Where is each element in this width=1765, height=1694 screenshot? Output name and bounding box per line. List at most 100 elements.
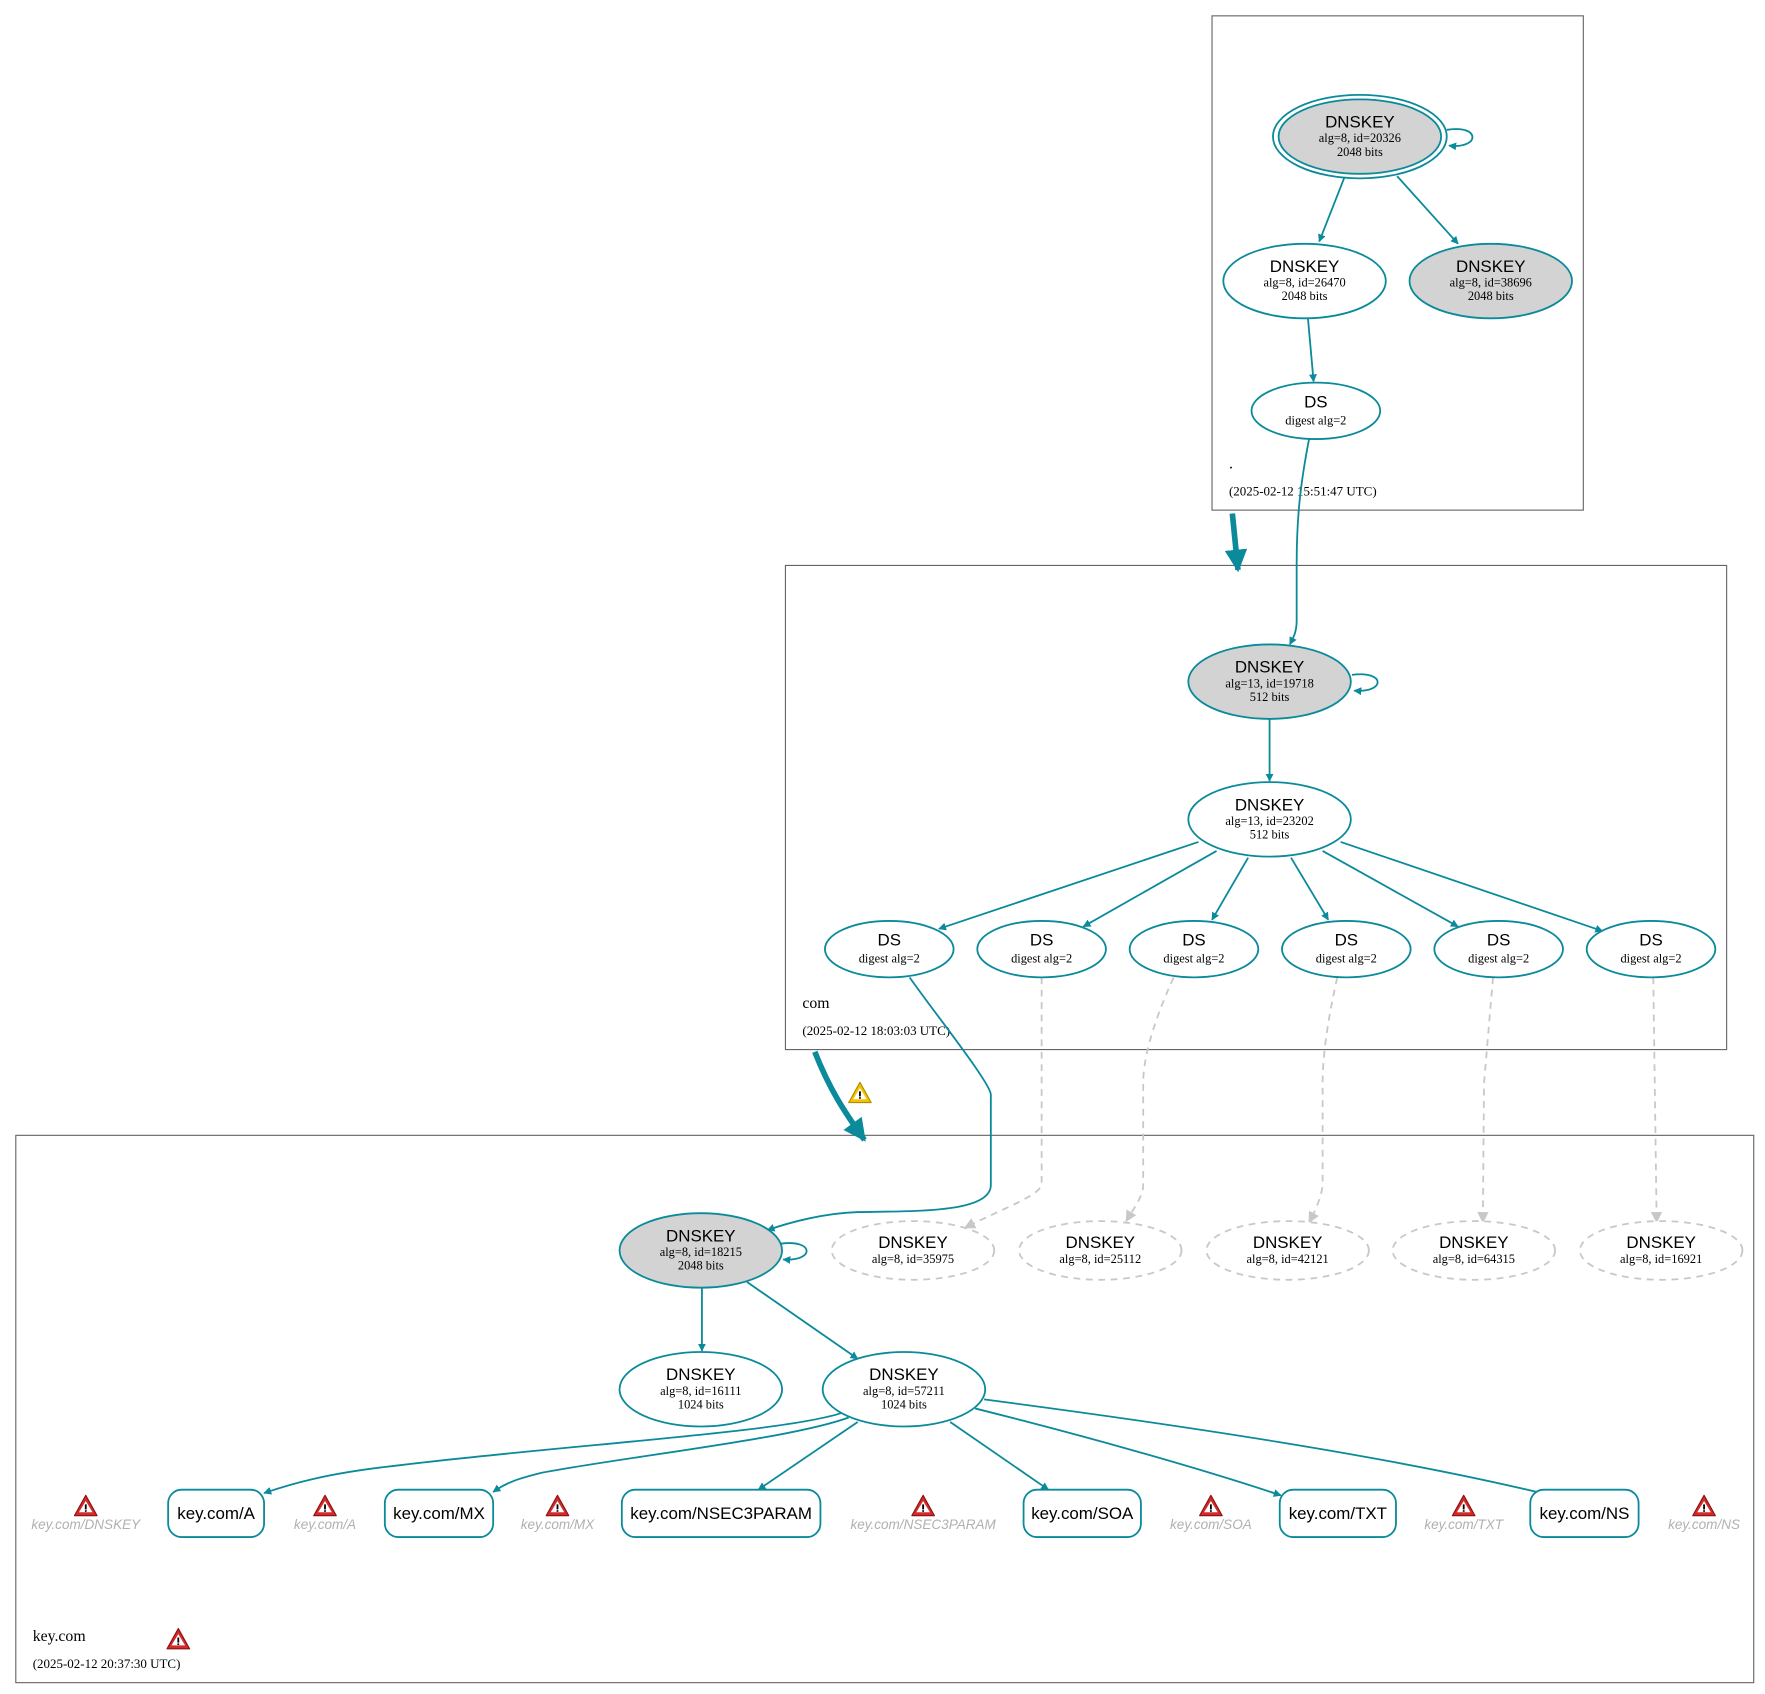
error-label: key.com/NSEC3PARAM <box>850 1517 996 1532</box>
node-title: DNSKEY <box>666 1226 736 1245</box>
node-detail: digest alg=2 <box>1011 952 1072 966</box>
node-detail: alg=8, id=16111 <box>660 1384 741 1398</box>
zone-error-icon <box>166 1627 191 1650</box>
node-size: 1024 bits <box>678 1397 724 1411</box>
zone-name: com <box>802 995 830 1012</box>
node-size: 2048 bits <box>1282 289 1328 303</box>
node-size: 1024 bits <box>881 1397 927 1411</box>
node-size: 2048 bits <box>1468 289 1514 303</box>
signature-edge <box>1351 673 1379 696</box>
node-title: DNSKEY <box>666 1365 736 1384</box>
node-title: DS <box>1487 931 1511 950</box>
node-detail: digest alg=2 <box>1620 952 1681 966</box>
node-title: DNSKEY <box>869 1365 939 1384</box>
error-rrset-soa[interactable]: key.com/SOA <box>1170 1494 1252 1532</box>
node-title: DS <box>1304 392 1328 411</box>
error-rrset-a[interactable]: key.com/A <box>294 1494 356 1532</box>
delegation-edge <box>812 1050 867 1142</box>
node-detail: alg=8, id=26470 <box>1263 276 1345 290</box>
node-title: DNSKEY <box>1270 257 1340 276</box>
signature-edge <box>1125 976 1175 1223</box>
error-icon <box>911 1494 935 1517</box>
node-detail: digest alg=2 <box>1316 952 1377 966</box>
error-label: key.com/DNSKEY <box>31 1517 141 1532</box>
signature-edge <box>757 1421 859 1491</box>
signature-edge <box>1082 850 1217 928</box>
error-label: key.com/SOA <box>1170 1517 1252 1532</box>
node-detail: alg=8, id=42121 <box>1247 1252 1329 1266</box>
node-title: DS <box>1182 931 1206 950</box>
node-detail: digest alg=2 <box>1285 413 1346 427</box>
node-detail: alg=8, id=35975 <box>872 1252 954 1266</box>
node-detail: alg=8, id=64315 <box>1433 1252 1515 1266</box>
node-detail: alg=8, id=20326 <box>1319 131 1401 145</box>
error-label: key.com/NS <box>1668 1517 1740 1532</box>
rrset-mx[interactable]: key.com/MX <box>383 1488 495 1538</box>
error-rrset-ns[interactable]: key.com/NS <box>1668 1494 1740 1532</box>
rrset-nsec3param[interactable]: key.com/NSEC3PARAM <box>620 1488 822 1538</box>
rrset-label: key.com/SOA <box>1031 1504 1134 1523</box>
error-label: key.com/A <box>294 1517 356 1532</box>
ds-node-ds5[interactable]: DS digest alg=2 <box>1433 920 1564 979</box>
node-title: DS <box>1030 931 1054 950</box>
rrset-a[interactable]: key.com/A <box>167 1488 265 1538</box>
ds-node-ds2[interactable]: DS digest alg=2 <box>976 920 1107 979</box>
signature-edge <box>1396 175 1459 245</box>
error-icon <box>1199 1494 1223 1517</box>
rrset-label: key.com/NS <box>1539 1504 1629 1523</box>
error-rrset-dnskey[interactable]: key.com/DNSKEY <box>31 1494 141 1532</box>
rrset-txt[interactable]: key.com/TXT <box>1278 1488 1397 1538</box>
node-title: DNSKEY <box>1066 1233 1136 1252</box>
node-size: 512 bits <box>1250 690 1290 704</box>
node-detail: digest alg=2 <box>1468 952 1529 966</box>
node-title: DNSKEY <box>1439 1233 1509 1252</box>
error-icon <box>1692 1494 1716 1517</box>
node-detail: alg=13, id=19718 <box>1225 676 1313 690</box>
error-rrset-txt[interactable]: key.com/TXT <box>1424 1494 1505 1532</box>
rrset-soa[interactable]: key.com/SOA <box>1022 1488 1142 1538</box>
rrset-label: key.com/A <box>177 1504 255 1523</box>
node-title: DNSKEY <box>1235 795 1305 814</box>
signature-edge <box>1211 857 1249 921</box>
node-size: 2048 bits <box>1337 145 1383 159</box>
signature-edge <box>780 1242 808 1264</box>
error-icon <box>545 1494 570 1517</box>
ds-node-dsroot[interactable]: DS digest alg=2 <box>1250 381 1382 440</box>
rrset-label: key.com/NSEC3PARAM <box>630 1504 812 1523</box>
node-title: DS <box>878 931 902 950</box>
signature-edge <box>746 1281 859 1360</box>
rrset-ns[interactable]: key.com/NS <box>1529 1488 1640 1538</box>
zone-name: key.com <box>33 1628 87 1645</box>
zone-name: . <box>1229 455 1233 472</box>
zone-timestamp: (2025-02-12 18:03:03 UTC) <box>802 1023 950 1038</box>
error-icon <box>1451 1494 1476 1517</box>
error-rrset-mx[interactable]: key.com/MX <box>521 1494 595 1532</box>
node-detail: alg=8, id=16921 <box>1620 1252 1702 1266</box>
delegation-warning-icon <box>848 1081 872 1104</box>
error-rrset-nsec3param[interactable]: key.com/NSEC3PARAM <box>850 1494 997 1532</box>
signature-edge <box>1477 977 1494 1224</box>
node-title: DNSKEY <box>1253 1233 1323 1252</box>
signature-edge <box>938 841 1199 931</box>
signature-edge <box>949 1421 1050 1491</box>
signature-edge <box>1446 128 1474 151</box>
signature-edge <box>1340 841 1604 933</box>
